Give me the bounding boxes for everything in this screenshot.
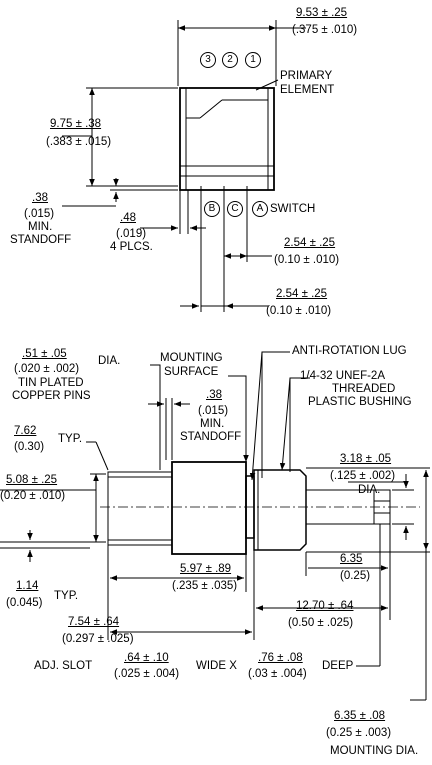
slot-deep: DEEP: [322, 660, 354, 672]
body-len-metric: 5.97 ± .89: [180, 563, 232, 575]
pin-dia-note1: TIN PLATED: [18, 377, 84, 389]
bushing-len-metric: 12.70 ± .64: [296, 600, 354, 612]
primary-element-line1: PRIMARY: [280, 70, 333, 82]
bushing-line2: THREADED: [332, 383, 396, 395]
pin-dia-imperial: (.020 ± .002): [14, 363, 80, 375]
side-standoff-metric: .38: [206, 389, 222, 401]
body-height-imperial: (0.20 ± .010): [0, 490, 66, 502]
pin-dia-suffix: DIA.: [98, 355, 121, 367]
total-len-metric: 7.54 ± .64: [68, 616, 120, 628]
slot-width-metric: .64 ± .10: [124, 652, 169, 664]
mounting-surface-line1: MOUNTING: [160, 352, 223, 364]
pin-dia-note2: COPPER PINS: [12, 390, 91, 402]
anti-rotation-label: ANTI-ROTATION LUG: [292, 345, 407, 357]
body-len-imperial: (.235 ± .035): [172, 580, 238, 592]
slot-width-imperial: (.025 ± .004): [114, 668, 180, 680]
pin-a-marker: A: [252, 201, 268, 217]
shaft-dia-metric: 3.18 ± .05: [340, 453, 392, 465]
standoff-imperial: (.015): [24, 208, 55, 220]
mount-dia-imperial: (0.25 ± .003): [326, 727, 392, 739]
mount-dia-metric: 6.35 ± .08: [334, 710, 386, 722]
mount-dia-label: MOUNTING DIA.: [330, 745, 419, 757]
shaft-dia-imperial: (.125 ± .002): [330, 470, 396, 482]
switch-label: SWITCH: [270, 203, 316, 215]
body-height-metric: 5.08 ± .25: [6, 474, 58, 486]
pin-offset-suffix: TYP.: [54, 590, 79, 602]
pin-offset-imperial: (0.045): [6, 597, 43, 609]
height-dim-metric: 9.75 ± .38: [50, 118, 102, 130]
pin-b-marker: B: [204, 201, 220, 217]
slot-depth-imperial: (.03 ± .004): [248, 668, 307, 680]
height-dim-imperial: (.383 ± .015): [46, 136, 112, 148]
adj-slot-prefix: ADJ. SLOT: [34, 660, 93, 672]
slot-depth-metric: .76 ± .08: [258, 652, 303, 664]
pin-dia-metric: .51 ± .05: [22, 348, 67, 360]
bushing-line3: PLASTIC BUSHING: [308, 396, 412, 408]
mounting-surface-line2: SURFACE: [164, 366, 219, 378]
pin-pitch-metric: 7.62: [14, 425, 37, 437]
pin-thickness-imperial: (.019): [116, 228, 147, 240]
pin-offset-metric: 1.14: [16, 580, 39, 592]
shaft-dia-suffix: DIA.: [358, 484, 381, 496]
side-standoff-imperial: (.015): [198, 405, 229, 417]
standoff-min: MIN.: [28, 221, 53, 233]
slot-wide-x: WIDE X: [196, 660, 237, 672]
top-view: [62, 20, 306, 312]
pin-c-marker: C: [227, 201, 243, 217]
side-view: [0, 351, 430, 701]
shaft-len-metric: 6.35: [340, 553, 363, 565]
width-dim-metric: 9.53 ± .25: [296, 7, 348, 19]
spacing1-imperial: (0.10 ± .010): [274, 254, 340, 266]
pin-thickness-metric: .48: [120, 212, 136, 224]
shaft-len-imperial: (0.25): [340, 570, 371, 582]
spacing1-metric: 2.54 ± .25: [284, 237, 336, 249]
pin-pitch-suffix: TYP.: [58, 433, 83, 445]
bushing-len-imperial: (0.50 ± .025): [288, 617, 354, 629]
spacing2-metric: 2.54 ± .25: [276, 288, 328, 300]
pin-3-marker: 3: [200, 52, 216, 68]
pin-thickness-note: 4 PLCS.: [110, 241, 153, 253]
width-dim-imperial: (.375 ± .010): [292, 24, 358, 36]
standoff-metric: .38: [32, 192, 48, 204]
spacing2-imperial: (0.10 ± .010): [266, 305, 332, 317]
pin-pitch-imperial: (0.30): [14, 441, 45, 453]
bushing-line1: 1/4-32 UNEF-2A: [300, 370, 386, 382]
total-len-imperial: (0.297 ± .025): [62, 633, 134, 645]
primary-element-line2: ELEMENT: [280, 84, 335, 96]
pin-2-marker: 2: [222, 52, 238, 68]
standoff-label: STANDOFF: [10, 234, 72, 246]
side-standoff-min: MIN.: [200, 418, 225, 430]
side-standoff-label: STANDOFF: [180, 431, 242, 443]
pin-1-marker: 1: [245, 52, 261, 68]
